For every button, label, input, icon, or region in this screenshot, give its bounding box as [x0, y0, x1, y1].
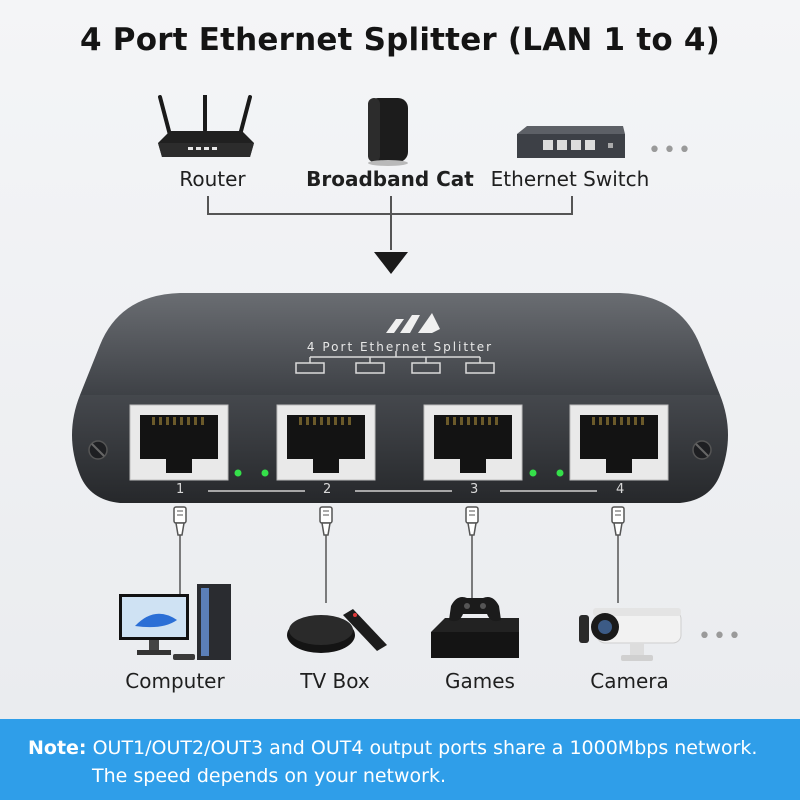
port-number-3: 3 — [470, 482, 479, 497]
ethernet-port-4 — [569, 404, 669, 481]
source-connector-lines — [207, 196, 573, 274]
more-outputs-indicator: ••• — [698, 624, 743, 649]
ethernet-cable-4 — [611, 506, 625, 603]
ethernet-cable-2 — [319, 506, 333, 603]
down-arrow-icon — [374, 252, 408, 274]
ethernet-cable-1 — [173, 506, 187, 603]
device-label: 4 Port Ethernet Splitter — [307, 340, 493, 354]
ethernet-port-2 — [276, 404, 376, 481]
port-number-2: 2 — [323, 482, 332, 497]
screw-icon — [88, 440, 108, 460]
screw-icon — [692, 440, 712, 460]
game-console-icon — [431, 597, 519, 658]
broadband-cat-label: Broadband Cat — [306, 167, 474, 191]
camera-label: Camera — [590, 669, 669, 693]
splitter-device: 4 Port Ethernet Splitter — [72, 293, 728, 503]
ethernet-switch-label: Ethernet Switch — [490, 167, 650, 191]
camera-icon — [579, 608, 682, 661]
note-line-1: Note: OUT1/OUT2/OUT3 and OUT4 output por… — [28, 737, 757, 759]
ethernet-port-3 — [423, 404, 523, 481]
output-cables — [173, 506, 625, 603]
port-number-1: 1 — [176, 482, 185, 497]
router-icon — [158, 95, 254, 157]
page-title: 4 Port Ethernet Splitter (LAN 1 to 4) — [80, 22, 720, 58]
computer-label: Computer — [125, 669, 225, 693]
ethernet-port-1 — [129, 404, 229, 481]
note-text-1: OUT1/OUT2/OUT3 and OUT4 output ports sha… — [92, 737, 758, 759]
ethernet-cable-3 — [465, 506, 479, 603]
tv-box-label: TV Box — [300, 669, 370, 693]
modem-icon — [368, 98, 408, 166]
router-label: Router — [179, 167, 246, 191]
computer-icon — [119, 584, 231, 660]
note-prefix: Note: — [28, 737, 87, 759]
switch-icon — [517, 126, 625, 158]
port-number-4: 4 — [616, 482, 625, 497]
tv-box-icon — [287, 609, 387, 653]
note-bar — [0, 719, 800, 800]
more-sources-indicator: ••• — [648, 138, 693, 163]
games-label: Games — [445, 669, 515, 693]
note-line-2: The speed depends on your network. — [92, 765, 447, 787]
